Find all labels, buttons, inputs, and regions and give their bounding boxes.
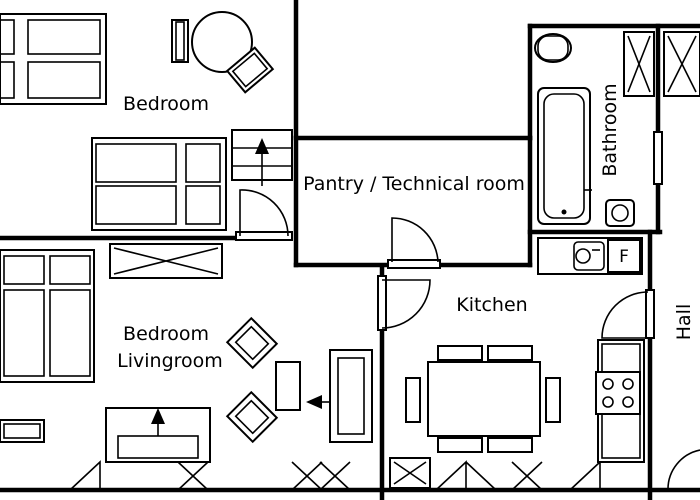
label-kitchen: Kitchen (456, 294, 527, 316)
wardrobe-shelf-4 (27, 61, 101, 99)
stove (595, 371, 641, 415)
livingroom-bed-pillow-2 (49, 255, 91, 285)
window-marker-3 (291, 461, 351, 491)
kitchen-door-swing (381, 279, 431, 329)
kitchen-sink (573, 241, 605, 271)
label-hall: Hall (673, 304, 695, 341)
kitchen-cabinet-cross (393, 461, 427, 485)
armchair-top-inner (234, 325, 270, 361)
dining-chair-top-1 (437, 345, 483, 361)
livingroom-furniture (0, 243, 373, 463)
bed-pillow-bottom (185, 185, 221, 225)
label-bedroom-livingroom-1: Bedroom (123, 323, 209, 345)
livingroom-bed (0, 249, 95, 383)
fridge (607, 239, 641, 273)
sofa-right-seat (337, 357, 365, 435)
dining-chair-bottom-1 (437, 437, 483, 453)
toilet (534, 33, 572, 63)
window-marker-4 (435, 460, 497, 491)
bed-quilt-top (95, 143, 177, 183)
stove-burner-2 (622, 378, 634, 390)
hall-door-swing (601, 291, 649, 339)
wardrobe-shelf-3 (27, 19, 101, 55)
stove-burner-1 (602, 378, 614, 390)
hall-cabinet-cross (667, 35, 697, 93)
room-labels: Bedroom Pantry / Technical room Bathroom… (117, 83, 695, 372)
pantry-door-leaf (387, 259, 441, 269)
bathtub (537, 87, 591, 225)
armchair-top (225, 316, 279, 370)
window-marker-6 (569, 460, 601, 491)
dining-chair-right (545, 377, 561, 423)
bathroom-cabinet-cross (627, 35, 651, 93)
sofa-arrow-icon (306, 395, 322, 409)
stove-burner-4 (622, 396, 634, 408)
bathtub-inner (543, 93, 585, 219)
openings (69, 131, 700, 491)
window-marker-1 (69, 460, 101, 491)
sofa-right (329, 349, 373, 443)
double-bed (91, 137, 227, 231)
bed-pillow-top (185, 143, 221, 183)
livingroom-cabinet-cross (113, 247, 219, 275)
window-marker-5 (511, 461, 543, 491)
bathtub-drain (561, 209, 567, 215)
round-table (191, 11, 253, 73)
door-arc-corner (667, 449, 700, 491)
wardrobe-shelf-2 (0, 61, 15, 99)
kitchen-sink-basin (575, 248, 591, 264)
dining-chair-bottom-2 (487, 437, 533, 453)
kitchen-door-leaf (377, 275, 387, 331)
chair-bottom-right (225, 46, 275, 94)
stairs-arrow-icon (255, 138, 269, 154)
chair-left (171, 19, 189, 63)
livingroom-bed-quilt-2 (49, 289, 91, 377)
dining-table (427, 361, 541, 437)
label-bedroom: Bedroom (123, 93, 209, 115)
armchair-bottom (225, 390, 279, 444)
label-pantry: Pantry / Technical room (303, 173, 525, 195)
bathroom-sink (605, 199, 635, 227)
window-marker-2 (177, 461, 209, 491)
bed-quilt-bottom (95, 185, 177, 225)
wardrobe-shelf-1 (0, 19, 15, 55)
bedroom-door-leaf (235, 231, 293, 241)
dining-chair-left (405, 377, 421, 423)
toilet-seat (537, 35, 569, 61)
bathroom-fixtures (534, 31, 700, 227)
label-bedroom-livingroom-2: Livingroom (117, 350, 223, 372)
label-bathroom: Bathroom (599, 83, 621, 176)
bathroom-sink-basin (611, 204, 629, 222)
bench-left (0, 419, 45, 443)
sofa-bottom-arrow-icon (151, 408, 165, 424)
side-table (275, 361, 301, 411)
bench-left-inner (3, 423, 41, 439)
chair-bottom-right-inner (231, 52, 269, 88)
hall-door-leaf (645, 289, 655, 339)
stove-burner-3 (602, 396, 614, 408)
livingroom-bed-pillow-1 (3, 255, 45, 285)
chair-left-back (175, 21, 185, 61)
bathroom-door-leaf (653, 131, 663, 185)
livingroom-bed-quilt-1 (3, 289, 45, 377)
dining-chair-top-2 (487, 345, 533, 361)
armchair-bottom-inner (234, 399, 270, 435)
pantry-door-swing (391, 217, 439, 263)
bedroom-furniture (0, 11, 293, 231)
fridge-label: F (619, 247, 629, 267)
bedroom-door-swing (239, 189, 289, 237)
kitchen-furniture: F (389, 237, 645, 489)
wardrobe-top-left (0, 13, 107, 105)
